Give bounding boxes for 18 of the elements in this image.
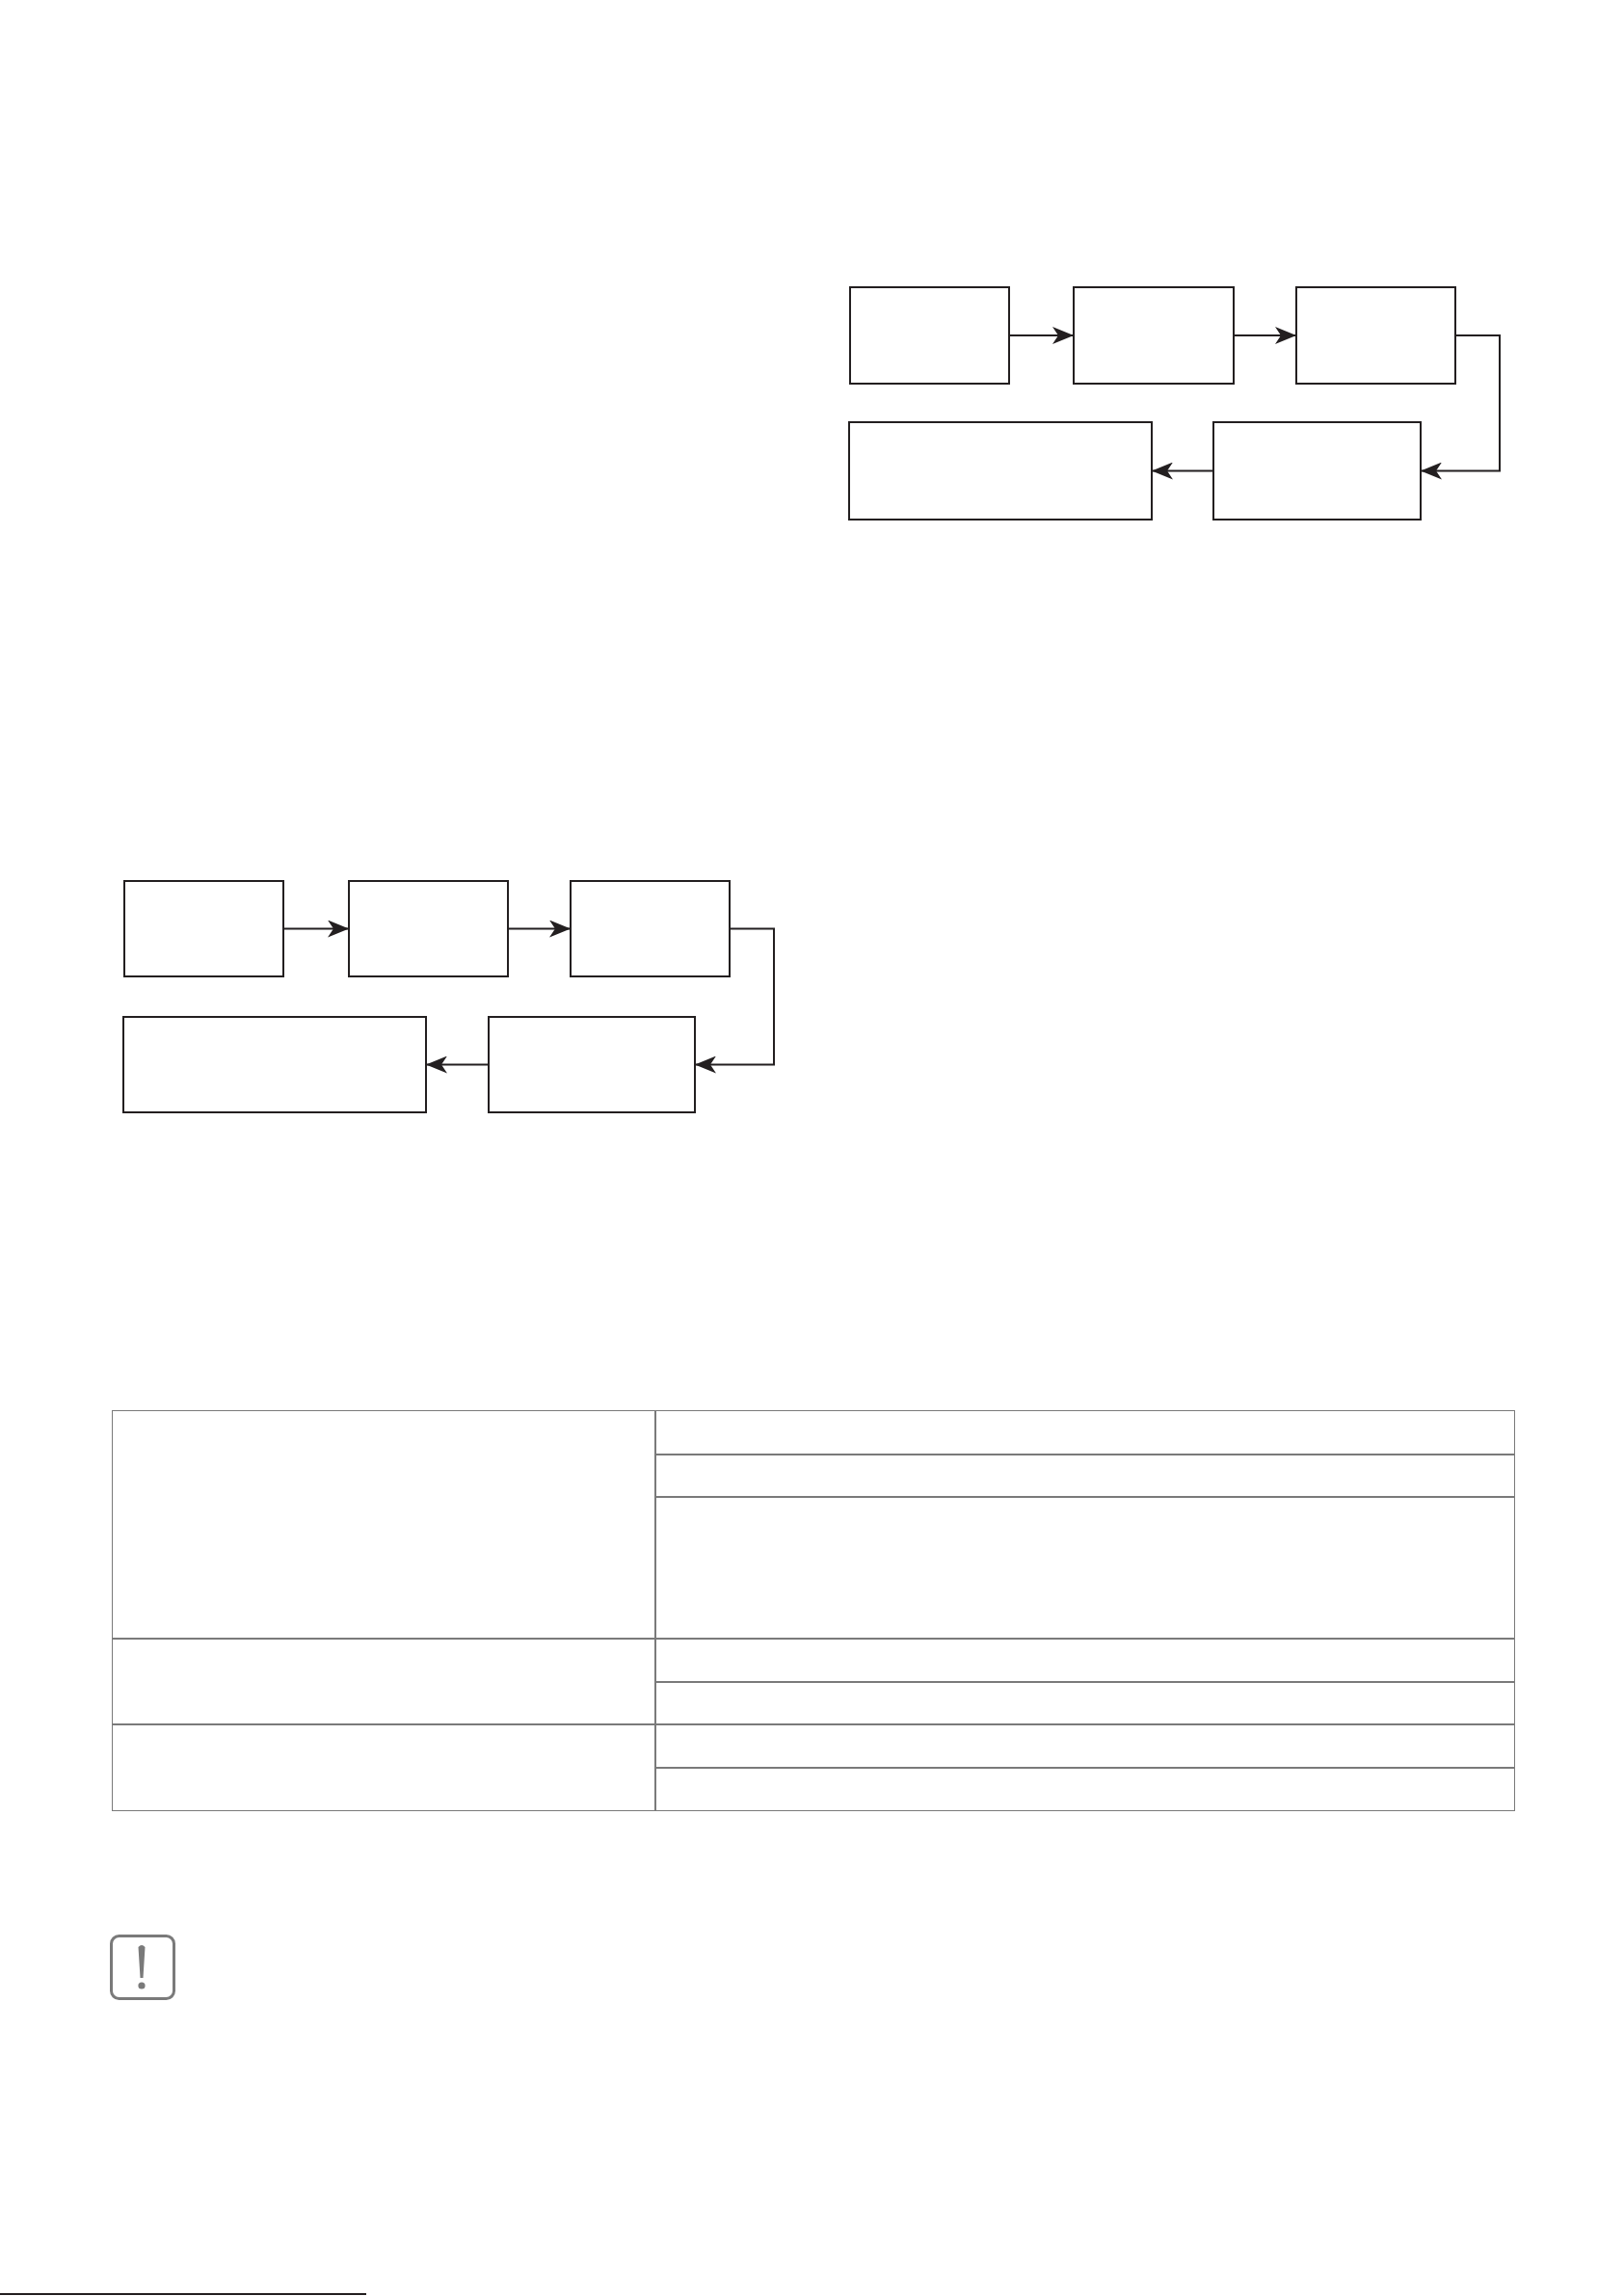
process-box <box>122 1016 427 1113</box>
arrow <box>1421 334 1501 480</box>
process-box <box>123 880 284 977</box>
arrow <box>695 927 775 1074</box>
arrow <box>1234 327 1296 344</box>
process-box <box>849 286 1010 385</box>
process-box <box>570 880 731 977</box>
arrow <box>1009 327 1074 344</box>
process-box <box>1073 286 1235 385</box>
process-box <box>488 1016 696 1113</box>
arrow <box>1152 462 1213 480</box>
process-box <box>1212 421 1422 521</box>
process-box <box>1295 286 1456 385</box>
process-box <box>848 421 1153 521</box>
process-box <box>348 880 509 977</box>
arrow <box>283 920 349 938</box>
arrow <box>508 920 571 938</box>
arrow <box>426 1055 489 1074</box>
